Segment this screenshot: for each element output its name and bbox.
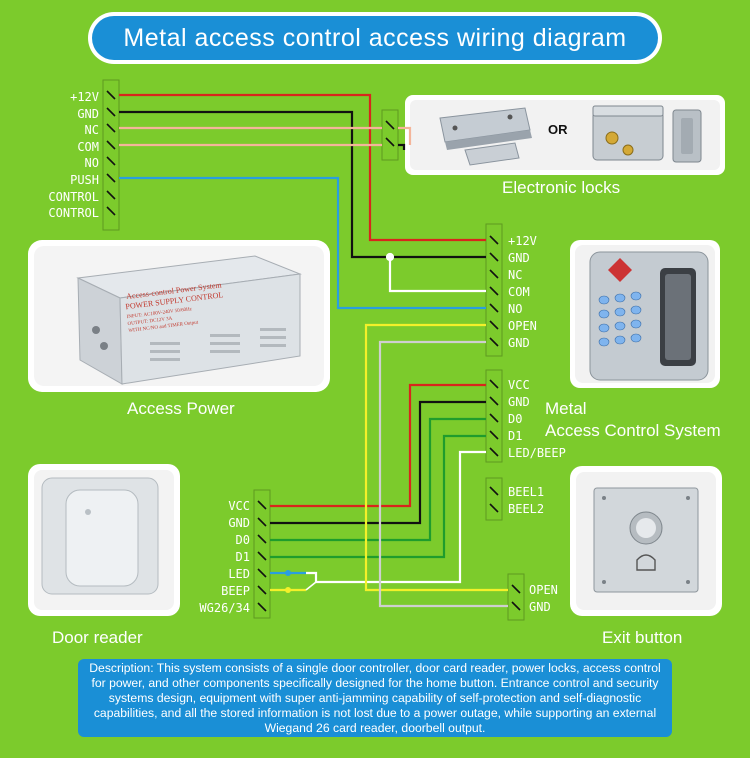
keypad-device-icon [589,251,709,381]
reader-terminal-label: D0 [236,533,250,547]
wire-reader-d0 [270,417,486,542]
wire-open [364,323,508,592]
power-supply-box-icon: Access-control Power System POWER SUPPLY… [76,255,302,385]
reader-terminal-label: BEEP [221,584,250,598]
exit-button-caption: Exit button [602,628,682,647]
power-terminal-label: COM [77,140,99,154]
controller-terminal-label: GND [508,251,530,265]
junction-dot [385,252,395,262]
controller-terminal-label: OPEN [508,319,537,333]
access-power-caption: Access Power [127,399,235,418]
controller-terminal-label: LED/BEEP [508,446,566,460]
description-box: Description: This system consists of a s… [78,659,672,737]
power-terminal-block: +12V GND NC COM NO PUSH CONTROL CONTROL [48,79,120,231]
metal-system-caption-2: Access Control System [545,421,721,440]
or-label: OR [548,122,568,137]
exit-button-panel [570,466,722,616]
reader-terminal-label: VCC [228,499,250,513]
wire-12v [119,93,486,242]
power-terminal-label: NC [85,123,99,137]
reader-terminal-label: LED [228,567,250,581]
controller-terminal-label: D0 [508,412,522,426]
wire-push [119,176,486,310]
junction-dot [285,587,291,593]
power-label-line4: OUTPUT: DC12V 3A [127,317,173,327]
controller-terminal-label: GND [508,336,530,350]
controller-terminal-label: VCC [508,378,530,392]
bolt-lock-icon [439,107,532,166]
controller-terminal-label: D1 [508,429,522,443]
access-power-panel: Access-control Power System POWER SUPPLY… [28,240,330,392]
reader-terminal-label: WG26/34 [199,601,250,615]
junction-dot [285,570,291,576]
controller-terminal-label: BEEL2 [508,502,544,516]
title-banner: Metal access control access wiring diagr… [88,12,662,64]
metal-system-caption-1: Metal [545,399,587,418]
power-terminal-label: CONTROL [48,190,99,204]
exit-terminal-label: GND [529,600,551,614]
wires [119,93,508,608]
power-terminal-label: PUSH [70,173,99,187]
card-reader-icon [41,477,159,595]
wire-gnd [119,110,486,259]
controller-power-terminal-block: +12V GND NC COM NO OPEN GND [485,223,537,357]
door-reader-panel [28,464,180,616]
controller-terminal-label: NO [508,302,522,316]
controller-wiegand-terminal-block: VCC GND D0 D1 LED/BEEP [485,369,566,463]
wire-led-beep [306,450,486,584]
keypad-panel [570,240,720,388]
reader-terminal-label: GND [228,516,250,530]
controller-terminal-label: BEEL1 [508,485,544,499]
electronic-locks-caption: Electronic locks [502,178,620,197]
power-terminal-label: +12V [70,90,99,104]
exit-terminal-label: OPEN [529,583,558,597]
wire-reader-vcc [270,383,486,508]
reader-terminal-label: D1 [236,550,250,564]
wire-exit-gnd [378,340,508,608]
power-terminal-label: CONTROL [48,206,99,220]
reader-terminal-block: VCC GND D0 D1 LED BEEP WG26/34 [199,489,271,619]
page-title: Metal access control access wiring diagr… [92,16,658,60]
rim-lock-icon [592,105,702,163]
wire-reader-gnd [270,400,486,525]
power-terminal-label: GND [77,107,99,121]
controller-bell-terminal-block: BEEL1 BEEL2 [485,477,544,521]
controller-terminal-label: NC [508,268,522,282]
controller-terminal-label: GND [508,395,530,409]
power-terminal-label: NO [85,156,99,170]
exit-button-icon [593,487,699,593]
wire-reader-d1 [270,434,486,559]
controller-terminal-label: +12V [508,234,537,248]
wire-lock-com [388,257,486,293]
wire-lock-pos [398,126,412,145]
electronic-locks-panel: OR [405,95,725,175]
door-reader-caption: Door reader [52,628,143,647]
exit-terminal-block: OPEN GND [507,573,558,621]
wire-lock-gnd [398,143,406,150]
controller-terminal-label: COM [508,285,530,299]
lock-terminal-block [381,109,399,161]
